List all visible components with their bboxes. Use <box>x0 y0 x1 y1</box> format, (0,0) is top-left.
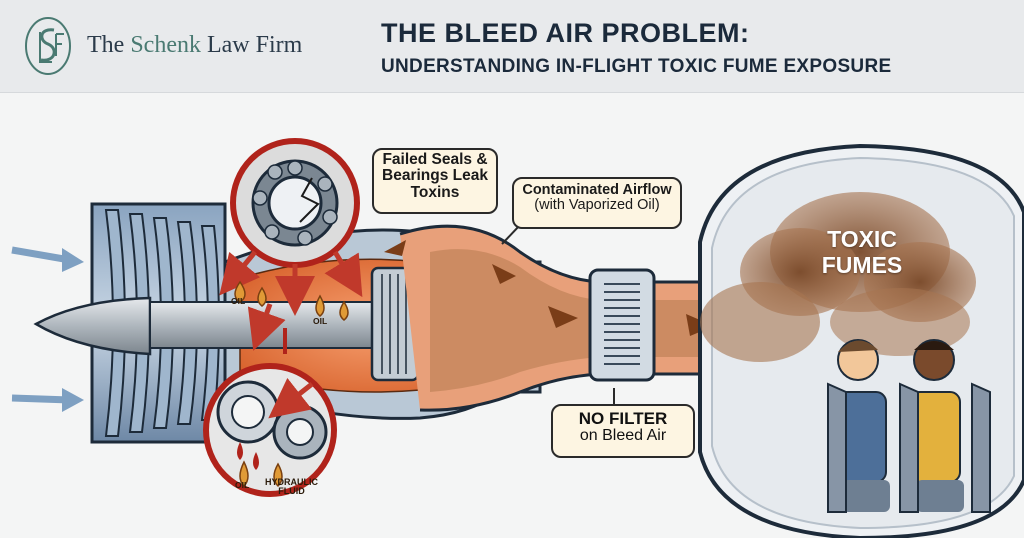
leak-arrows <box>219 250 363 351</box>
failed-seals-callout: Failed Seals & Bearings Leak Toxins <box>372 148 498 214</box>
header-banner: The Schenk Law Firm THE BLEED AIR PROBLE… <box>0 0 1024 93</box>
toxic-fume-cloud <box>700 192 976 362</box>
intake-arrows <box>11 246 84 412</box>
page-subtitle: UNDERSTANDING IN-FLIGHT TOXIC FUME EXPOS… <box>381 56 892 77</box>
bleed-air-filter-housing <box>588 268 656 382</box>
contaminated-airflow-callout: Contaminated Airflow (with Vaporized Oil… <box>512 177 682 229</box>
oil-label: OIL <box>313 316 328 326</box>
passenger-left <box>835 339 890 512</box>
firm-name: The Schenk Law Firm <box>87 32 303 58</box>
oil-label: OIL <box>231 296 246 306</box>
oil-drop-icons <box>234 280 349 321</box>
bleed-air-diagram <box>11 138 1024 538</box>
failed-bearing-magnifier <box>230 138 360 268</box>
toxic-fumes-label: TOXIC FUMES <box>821 226 903 279</box>
engine-spinner <box>33 296 152 356</box>
no-filter-callout: NO FILTER on Bleed Air <box>551 404 695 458</box>
leaking-seals-magnifier <box>203 328 337 497</box>
hydraulic-fluid-label: HYDRAULIC FLUID <box>265 477 318 497</box>
page-title: THE BLEED AIR PROBLEM: <box>381 18 750 48</box>
passenger-right <box>909 339 964 512</box>
oil-label: OIL <box>235 480 250 490</box>
firm-logo-icon <box>25 17 71 75</box>
turbine-disc <box>370 266 420 382</box>
passenger-seats <box>827 382 991 513</box>
